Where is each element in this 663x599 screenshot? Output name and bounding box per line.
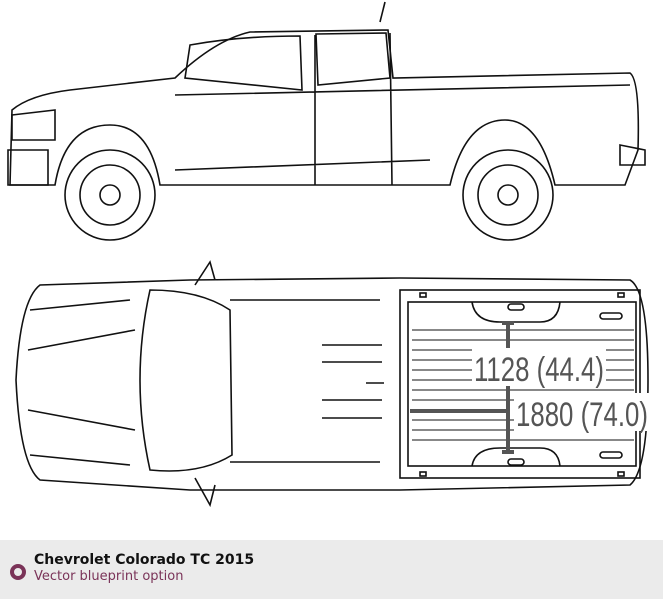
side-view — [7, 1, 646, 241]
caption-bar — [0, 540, 663, 599]
caption-title: Chevrolet Colorado TC 2015 — [34, 552, 255, 568]
bed-width-dimension: 1128 (44.4) — [474, 351, 604, 389]
bed-length-dimension: 1880 (74.0) — [516, 396, 648, 434]
caption-subtitle[interactable]: Vector blueprint option — [34, 569, 184, 584]
circle-bullet-icon — [10, 564, 26, 580]
dimension-lines — [410, 321, 514, 454]
truck-blueprint: 1128 (44.4) 1880 (74.0) — [7, 1, 650, 508]
